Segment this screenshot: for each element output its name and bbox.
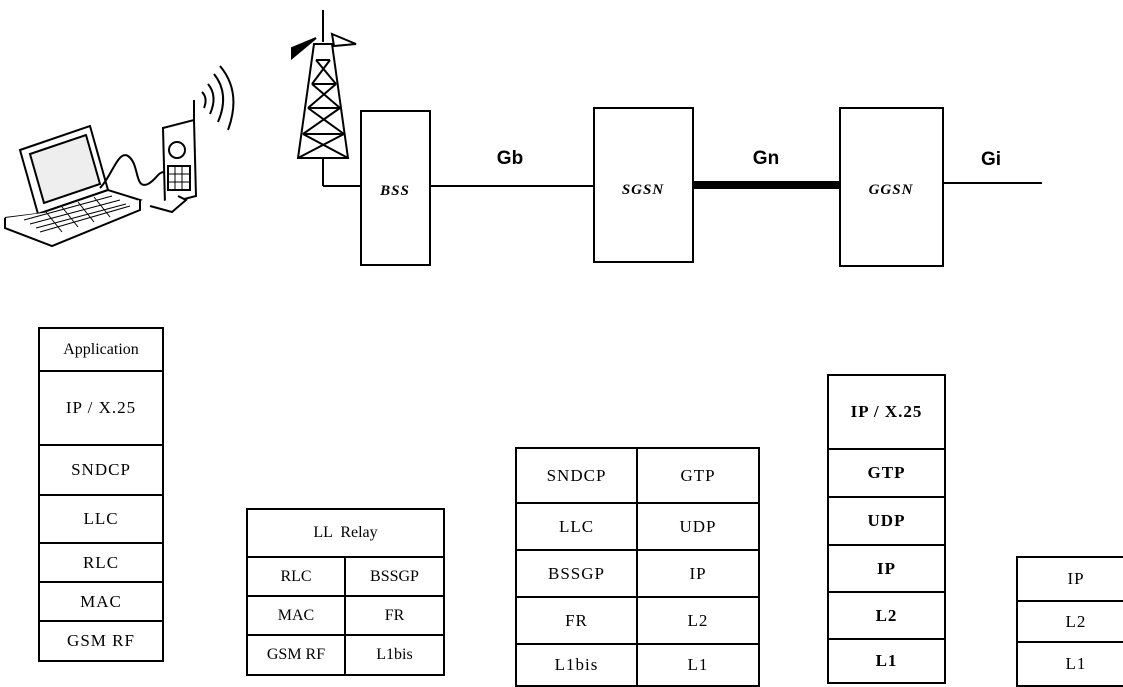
bss-layer-rlc: RLC [247, 557, 345, 596]
ggsn-layer-udp: UDP [828, 497, 945, 545]
bss-layer-fr: FR [345, 596, 444, 635]
ms-layer-ip-x25: IP / X.25 [39, 371, 163, 445]
sgsn-layer-l1: L1 [637, 644, 759, 686]
gi-interface-label: Gi [981, 149, 1001, 170]
bss-layer-mac: MAC [247, 596, 345, 635]
sgsn-layer-l1bis: L1bis [516, 644, 637, 686]
bss-layer-gsm-rf: GSM RF [247, 635, 345, 675]
ggsn-layer-l1: L1 [828, 639, 945, 683]
sgsn-layer-ip: IP [637, 550, 759, 597]
gn-interface-label: Gn [753, 148, 779, 169]
ggsn-layer-gtp: GTP [828, 449, 945, 497]
ms-layer-mac: MAC [39, 582, 163, 621]
sgsn-layer-bssgp: BSSGP [516, 550, 637, 597]
radio-waves-icon [202, 66, 233, 130]
ggsn-label: GGSN [869, 182, 914, 198]
bss-layer-l1bis: L1bis [345, 635, 444, 675]
laptop-icon [5, 126, 140, 246]
ms-layer-sndcp: SNDCP [39, 445, 163, 495]
external-protocol-stack: IP L2 L1 [1016, 556, 1123, 687]
ggsn-protocol-stack: IP / X.25 GTP UDP IP L2 L1 [827, 374, 946, 684]
external-layer-ip: IP [1017, 557, 1123, 601]
sgsn-layer-sndcp: SNDCP [516, 448, 637, 503]
ms-layer-llc: LLC [39, 495, 163, 543]
sgsn-layer-udp: UDP [637, 503, 759, 550]
sgsn-layer-l2: L2 [637, 597, 759, 644]
sgsn-layer-fr: FR [516, 597, 637, 644]
bss-layer-ll-relay: LL Relay [247, 509, 444, 557]
ms-layer-application: Application [39, 328, 163, 371]
sgsn-label: SGSN [622, 182, 665, 198]
ggsn-layer-ip-x25: IP / X.25 [828, 375, 945, 449]
ms-protocol-stack: Application IP / X.25 SNDCP LLC RLC MAC … [38, 327, 164, 662]
mobile-phone-icon [150, 100, 196, 212]
gb-interface-label: Gb [497, 148, 523, 169]
bss-layer-bssgp: BSSGP [345, 557, 444, 596]
cable-line [100, 155, 164, 188]
sgsn-layer-llc: LLC [516, 503, 637, 550]
ggsn-layer-ip: IP [828, 545, 945, 592]
ms-layer-rlc: RLC [39, 543, 163, 582]
external-layer-l2: L2 [1017, 601, 1123, 642]
ggsn-layer-l2: L2 [828, 592, 945, 639]
sgsn-layer-gtp: GTP [637, 448, 759, 503]
bss-label: BSS [379, 183, 410, 199]
ms-layer-gsm-rf: GSM RF [39, 621, 163, 661]
antenna-tower-icon [292, 10, 361, 186]
external-layer-l1: L1 [1017, 642, 1123, 686]
